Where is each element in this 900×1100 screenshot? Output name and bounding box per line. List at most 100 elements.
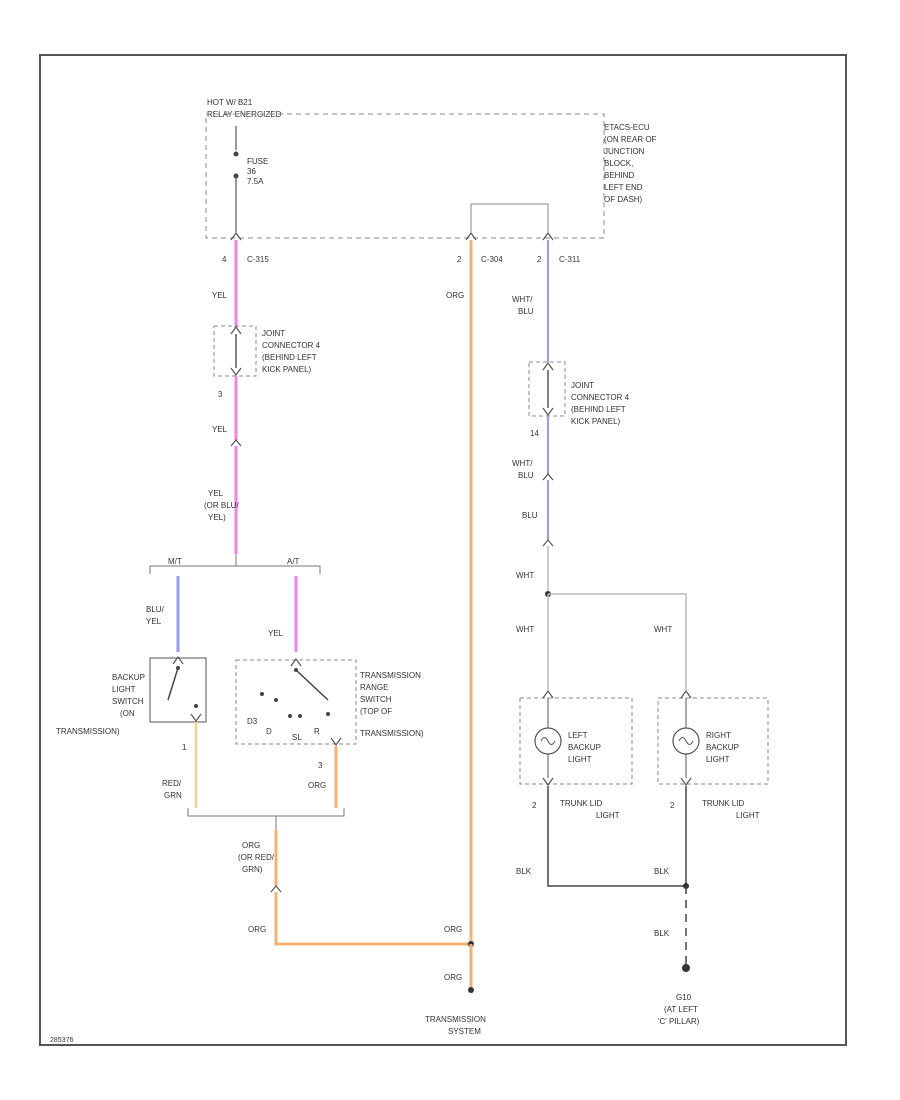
- conn-c311-terminal: [542, 231, 554, 241]
- wire-org-label-3c: GRN): [242, 865, 263, 874]
- backup-switch-pin: 1: [182, 743, 187, 752]
- jc2-terminal-bottom: [542, 407, 554, 417]
- range-dot-2: [274, 698, 278, 702]
- wire-yel-label-2: YEL: [212, 425, 228, 434]
- backup-switch-label-2: LIGHT: [112, 685, 136, 694]
- wire-blu-label: BLU: [522, 511, 538, 520]
- blu-wht-connector: [542, 539, 554, 547]
- range-switch-terminal-top: [290, 657, 302, 667]
- left-lamp-pin: 2: [532, 801, 537, 810]
- backup-switch-lower-dot: [194, 704, 198, 708]
- jc1-label-2: CONNECTOR 4: [262, 341, 321, 350]
- left-lamp-label-3: LIGHT: [568, 755, 592, 764]
- backup-switch-pivot: [176, 666, 180, 670]
- trans-system-endpoint: [468, 987, 474, 993]
- range-switch-label-5: TRANSMISSION): [360, 729, 424, 738]
- trunk-lid-1-label-1: TRUNK LID: [560, 799, 602, 808]
- ecu-label-7: OF DASH): [604, 195, 643, 204]
- backup-switch-terminal-bottom: [190, 713, 202, 723]
- right-lamp-terminal-top: [680, 689, 692, 699]
- jc2-terminal-top: [542, 361, 554, 371]
- right-lamp-pin: 2: [670, 801, 675, 810]
- range-switch-pin: 3: [318, 761, 323, 770]
- ecu-label-3: JUNCTION: [604, 147, 645, 156]
- ground-label-1: G10: [676, 993, 692, 1002]
- ecu-label-5: BEHIND: [604, 171, 634, 180]
- wire-org-label-2: ORG: [308, 781, 326, 790]
- yel-inline-connector: [230, 439, 242, 447]
- joint-connector-1-box: [213, 325, 257, 377]
- wire-yel-label-3a: YEL: [208, 489, 224, 498]
- trans-system-label-1: TRANSMISSION: [425, 1015, 486, 1024]
- range-pos-d3: D3: [247, 717, 258, 726]
- wire-wht-label-3: WHT: [654, 625, 672, 634]
- right-lamp-filament: [678, 737, 694, 745]
- trans-system-label-2: SYSTEM: [448, 1027, 481, 1036]
- range-pos-d: D: [266, 727, 272, 736]
- wire-org-label-4: ORG: [248, 925, 266, 934]
- jc2-pin: 14: [530, 429, 539, 438]
- fuse-dot-top: [233, 151, 239, 157]
- etacs-ecu-box: [205, 113, 605, 239]
- jc1-label-1: JOINT: [262, 329, 285, 338]
- right-lamp-label-1: RIGHT: [706, 731, 731, 740]
- conn-c304-name: C-304: [481, 255, 503, 264]
- range-switch-label-4: (TOP OF: [360, 707, 392, 716]
- hot-label-1: HOT W/ B21: [207, 98, 253, 107]
- jc2-label-1: JOINT: [571, 381, 594, 390]
- range-switch-box: [235, 659, 357, 745]
- jc2-label-2: CONNECTOR 4: [571, 393, 630, 402]
- backup-switch-label-5: TRANSMISSION): [56, 727, 120, 736]
- right-lamp-terminal-bottom: [680, 777, 692, 787]
- backup-switch-terminal-top: [172, 655, 184, 665]
- backup-switch-label-4: (ON: [120, 709, 135, 718]
- left-lamp-terminal-bottom: [542, 777, 554, 787]
- wire-wht-label-2: WHT: [516, 625, 534, 634]
- jc1-terminal-top: [230, 325, 242, 335]
- range-dot-5: [326, 712, 330, 716]
- range-switch-terminal-bottom: [330, 737, 342, 747]
- range-pos-sl: SL: [292, 733, 302, 742]
- trunk-lid-1-label-2: LIGHT: [596, 811, 620, 820]
- right-lamp-label-3: LIGHT: [706, 755, 730, 764]
- range-dot-1: [260, 692, 264, 696]
- diagram-border: [39, 54, 847, 1046]
- wire-org-label-6: ORG: [444, 973, 462, 982]
- left-lamp-terminal-top: [542, 689, 554, 699]
- right-lamp-box: [657, 697, 769, 785]
- range-dot-3: [288, 714, 292, 718]
- wire-blu-yel-label-1: BLU/: [146, 605, 165, 614]
- mt-at-bracket: [149, 565, 321, 574]
- wire-blk-label-1: BLK: [516, 867, 532, 876]
- left-lamp-label-1: LEFT: [568, 731, 588, 740]
- range-dot-4: [298, 714, 302, 718]
- fuse-label-2: 36: [247, 167, 256, 176]
- jc1-label-4: KICK PANEL): [262, 365, 312, 374]
- ecu-label-6: LEFT END: [604, 183, 643, 192]
- range-switch-pivot: [294, 668, 298, 672]
- mt-label: M/T: [168, 557, 182, 566]
- backup-switch-contact: [167, 667, 179, 701]
- wire-yel-label-3b: (OR BLU/: [204, 501, 239, 510]
- left-lamp-filament: [540, 737, 556, 745]
- wire-org-combined-2: [274, 892, 471, 946]
- ground-icon: [682, 964, 690, 972]
- backup-switch-label-1: BACKUP: [112, 673, 145, 682]
- range-switch-contact: [295, 669, 329, 701]
- wht-blu-inline-connector: [542, 473, 554, 481]
- ground-label-3: 'C' PILLAR): [658, 1017, 700, 1026]
- ecu-label-1: ETACS-ECU: [604, 123, 650, 132]
- wire-wht-to-right: [548, 593, 687, 690]
- left-lamp-box: [519, 697, 633, 785]
- jc1-label-3: (BEHIND LEFT: [262, 353, 317, 362]
- wire-wht-blu-label-2a: WHT/: [512, 459, 533, 468]
- wire-blu-yel-label-2: YEL: [146, 617, 162, 626]
- range-pos-r: R: [314, 727, 320, 736]
- conn-c311-pin: 2: [537, 255, 542, 264]
- at-label: A/T: [287, 557, 300, 566]
- figure-id: 285376: [50, 1037, 73, 1044]
- wire-wht-label-1: WHT: [516, 571, 534, 580]
- wire-red-grn-label-2: GRN: [164, 791, 182, 800]
- wire-yel-label-3c: YEL): [208, 513, 226, 522]
